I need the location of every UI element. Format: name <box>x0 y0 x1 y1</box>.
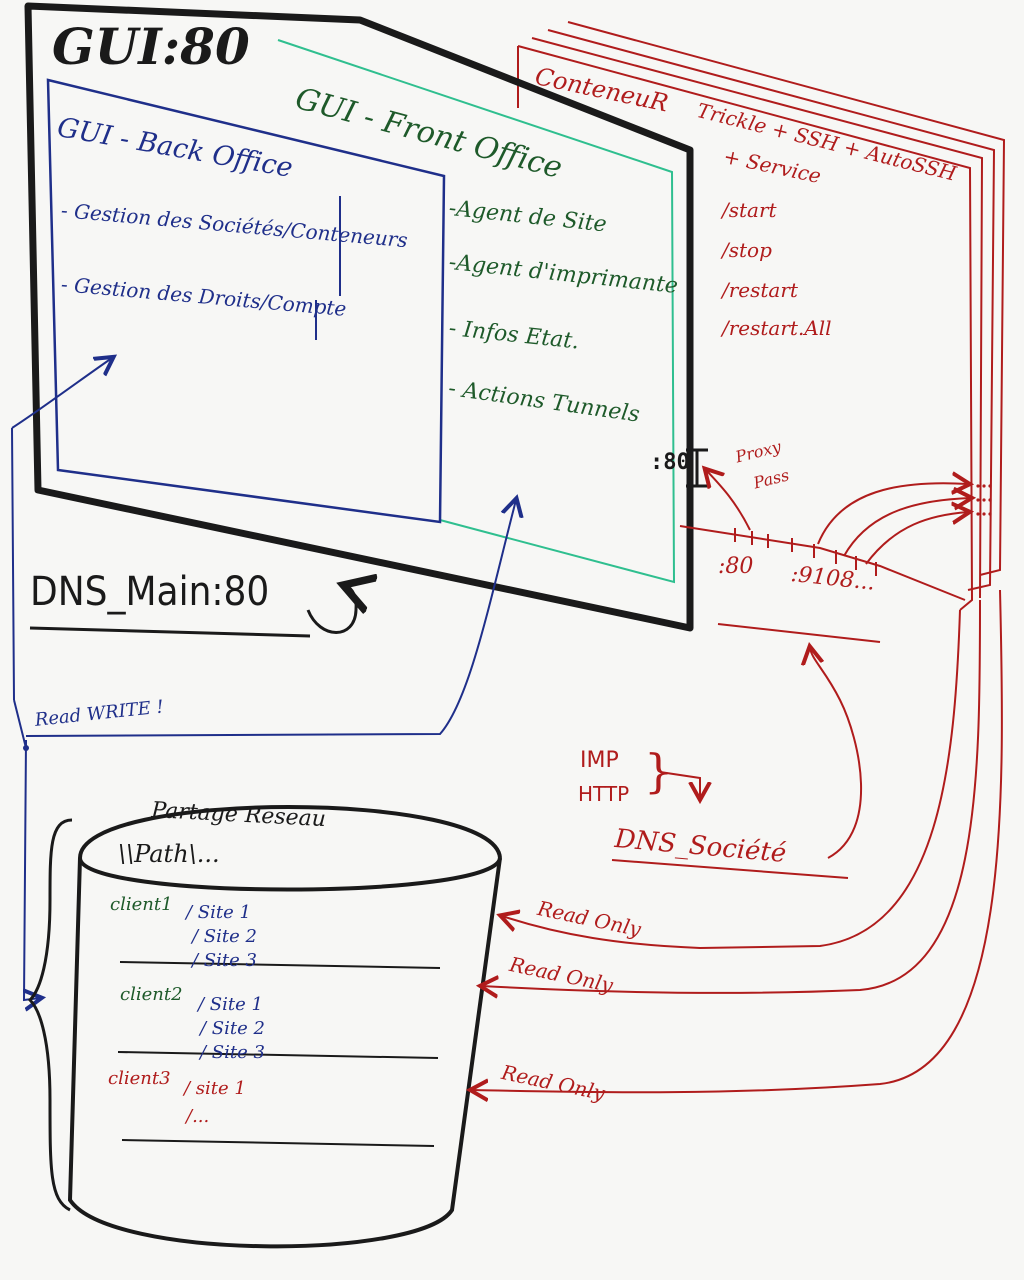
gui-title: GUI:80 <box>52 17 250 76</box>
container-command-start: /start <box>722 198 777 222</box>
gui-frame <box>24 2 694 632</box>
front-office-arrow <box>25 500 516 737</box>
client1-site-2: / Site 2 <box>192 926 257 947</box>
proxy-pass-arrow <box>706 470 751 531</box>
back-office-panel <box>46 78 446 524</box>
dns-societe-arrow <box>810 648 862 859</box>
back-office-arrow <box>11 358 112 701</box>
share-path: \\Path\... <box>118 840 220 868</box>
client3-site-1: / site 1 <box>184 1078 246 1099</box>
container-stack <box>517 21 1006 611</box>
client2-label: client2 <box>120 984 183 1005</box>
gui-port-label: :80 <box>650 450 690 475</box>
client1-site-1: / Site 1 <box>186 902 251 923</box>
container-command-restart-all: /restart.All <box>722 316 832 340</box>
container-command-restart: /restart <box>722 278 798 302</box>
client2-site-1: / Site 1 <box>198 994 263 1015</box>
imp-label: IMP <box>580 748 619 773</box>
client1-site-3: / Site 3 <box>192 950 257 971</box>
client1-label: client1 <box>110 894 173 915</box>
network-share-cylinder <box>67 805 502 1249</box>
client3-site-more: /... <box>186 1106 210 1127</box>
http-label: HTTP <box>578 782 630 806</box>
container-command-stop: /stop <box>722 238 772 262</box>
dns-main-label: DNS_Main:80 <box>30 569 270 615</box>
front-office-panel <box>277 39 676 584</box>
port-80-label: :80 <box>718 554 754 579</box>
imp-http-brace: } <box>644 744 674 798</box>
port-line <box>679 525 966 601</box>
client2-site-2: / Site 2 <box>200 1018 265 1039</box>
client2-site-3: / Site 3 <box>200 1042 265 1063</box>
client3-label: client3 <box>108 1068 171 1089</box>
